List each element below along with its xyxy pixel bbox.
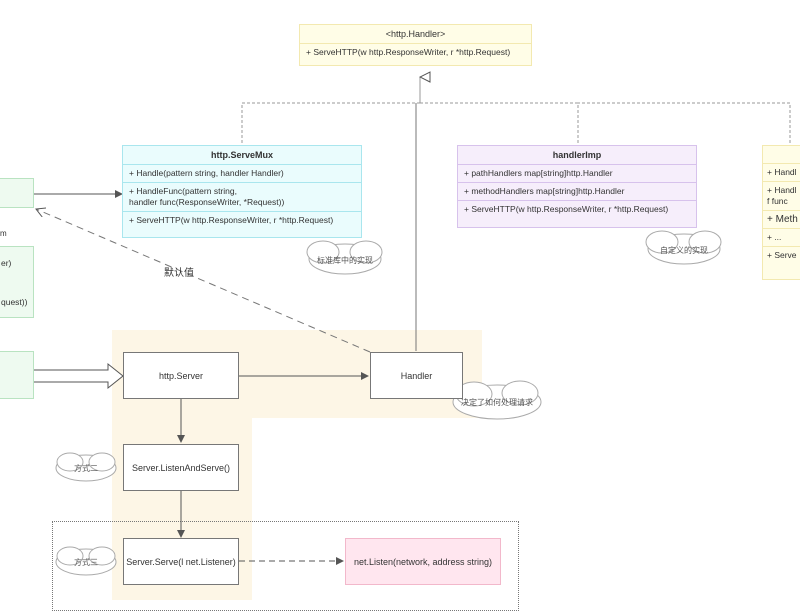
left-partial-top — [0, 178, 34, 208]
double-arrow — [34, 362, 124, 390]
cloud-way-three-text: 方式三 — [74, 558, 98, 567]
cloud-way-three — [55, 546, 117, 576]
left-partial-text-3: quest)) — [1, 297, 28, 307]
right-partial-box: + Handl + Handl f func + Meth + ... + Se… — [762, 145, 800, 280]
listen-and-serve-node: Server.ListenAndServe() — [123, 444, 239, 491]
cloud-custom — [645, 230, 722, 265]
handlerimp-title: handlerImp — [552, 150, 602, 160]
left-partial-text-1: m — [0, 229, 7, 238]
handler-interface-box: <http.Handler> + ServeHTTP(w http.Respon… — [299, 24, 532, 66]
servemux-row-servehttp: + ServeHTTP(w http.ResponseWriter, r *ht… — [123, 211, 361, 229]
right-partial-row-1: + Handl — [763, 163, 800, 181]
servemux-box: http.ServeMux + Handle(pattern string, h… — [122, 145, 362, 238]
left-partial-bottom — [0, 351, 34, 399]
serve-node: Server.Serve(l net.Listener) — [123, 538, 239, 585]
default-value-line — [36, 209, 371, 353]
left-partial-text-2: er) — [1, 258, 12, 268]
servemux-title: http.ServeMux — [210, 150, 273, 160]
realize-line-handlerimp — [420, 102, 579, 143]
cloud-custom-text: 自定义的实现 — [660, 246, 708, 255]
cloud-decides-text: 决定了如何处理请求 — [461, 398, 533, 407]
default-value-label: 默认值 — [164, 268, 194, 279]
right-partial-row-5: + Serve — [763, 246, 800, 264]
handlerimp-row-path: + pathHandlers map[string]http.Handler — [458, 164, 696, 182]
left-partial-middle: er) quest)) — [0, 246, 34, 318]
right-partial-row-3: + Meth — [763, 210, 800, 228]
handler-interface-method: + ServeHTTP(w http.ResponseWriter, r *ht… — [300, 43, 531, 61]
right-partial-row-2: + Handl f func — [763, 181, 800, 210]
right-partial-row-4: + ... — [763, 228, 800, 246]
handlerimp-box: handlerImp + pathHandlers map[string]htt… — [457, 145, 697, 228]
cloud-stdlib — [306, 240, 383, 275]
realize-line-right — [578, 102, 791, 143]
cloud-way-two — [55, 452, 117, 482]
net-listen-node: net.Listen(network, address string) — [345, 538, 501, 585]
handler-interface-title: <http.Handler> — [385, 29, 446, 39]
handler-node: Handler — [370, 352, 463, 399]
servemux-row-handle: + Handle(pattern string, handler Handler… — [123, 164, 361, 182]
cloud-stdlib-text: 标准库中的实现 — [317, 256, 373, 265]
handlerimp-row-method: + methodHandlers map[string]http.Handler — [458, 182, 696, 200]
cloud-decides — [452, 380, 542, 420]
handlerimp-row-servehttp: + ServeHTTP(w http.ResponseWriter, r *ht… — [458, 200, 696, 218]
servemux-row-handlefunc: + HandleFunc(pattern string, handler fun… — [123, 182, 361, 211]
realize-line-servemux — [241, 102, 420, 143]
http-server-node: http.Server — [123, 352, 239, 399]
cloud-way-two-text: 方式二 — [74, 464, 98, 473]
